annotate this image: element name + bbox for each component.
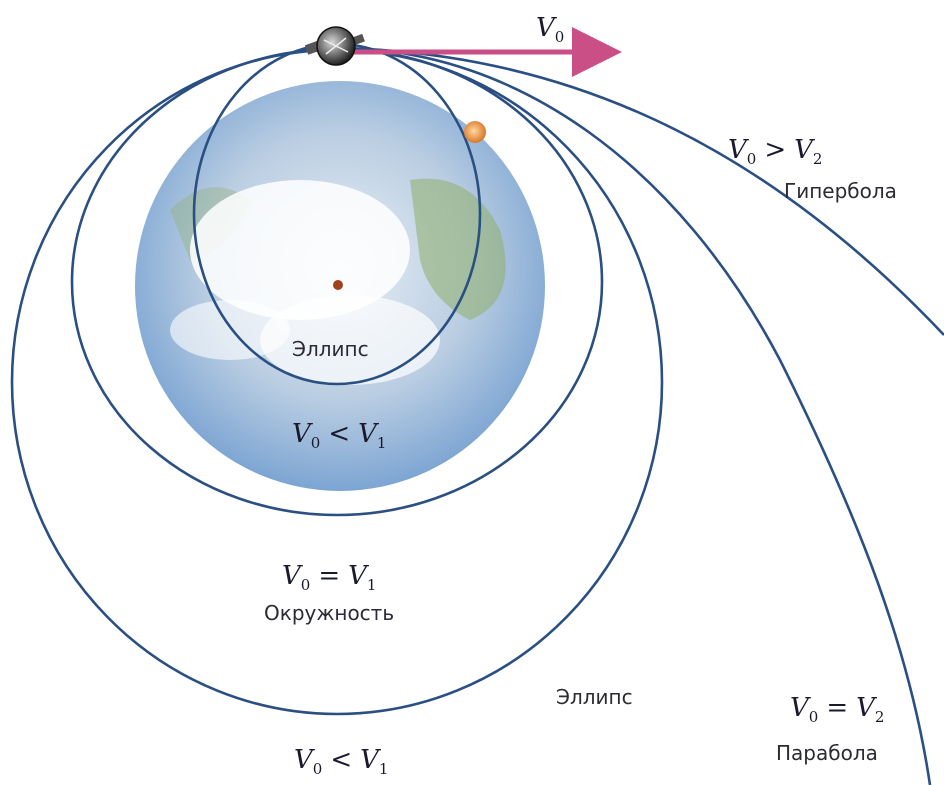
parabola-name: Парабола [776, 741, 878, 765]
outer-ellipse-name: Эллипс [556, 685, 633, 709]
moon-icon [464, 121, 486, 143]
inner-ellipse-name: Эллипс [292, 337, 369, 361]
parabola-condition: V0=V2 [790, 693, 884, 726]
satellite-icon [304, 26, 365, 66]
parabola-orbit [336, 46, 932, 785]
circle-condition: V0=V1 [282, 561, 376, 594]
earth-center-dot [333, 280, 343, 290]
hyperbola-condition: V0>V2 [728, 135, 822, 168]
outer-ellipse-condition: V0<V1 [294, 745, 388, 778]
hyperbola-name: Гипербола [784, 179, 897, 203]
inner-ellipse-condition: V0<V1 [292, 419, 386, 452]
circle-name: Окружность [264, 601, 394, 625]
hyperbola-orbit [336, 46, 944, 336]
velocity-label: V0 [536, 13, 564, 46]
